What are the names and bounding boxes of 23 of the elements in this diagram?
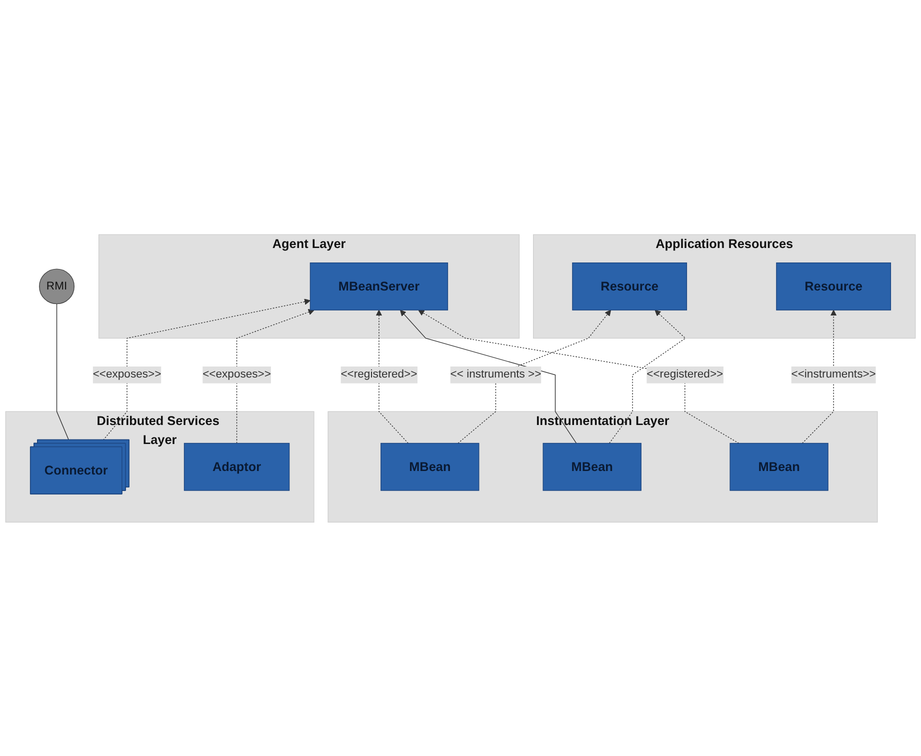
edge-label: <<exposes>> [202,368,271,380]
edge-label: <<exposes>> [92,368,162,380]
arrow [376,309,409,444]
arrow [236,308,314,444]
node-box: Resource [776,262,892,310]
arrow [609,309,686,444]
edge-label: <<registered>> [340,368,418,380]
arrow [102,298,310,440]
node-box: Resource [572,262,688,310]
edge-label: <<instruments>> [791,368,876,380]
node-circle: RMI [39,268,74,304]
connector [56,303,70,440]
edge-label: << instruments >> [450,368,542,380]
node-box: MBean [542,442,642,490]
arrow [458,309,612,444]
node-box: MBean [380,442,480,490]
arrow [802,309,837,444]
node-box: Adaptor [184,442,290,490]
arrow [400,309,577,444]
node-box: MBeanServer [310,262,448,310]
node-box: MBean [730,442,828,490]
edge-label: <<registered>> [646,368,724,380]
arrow [418,309,740,444]
